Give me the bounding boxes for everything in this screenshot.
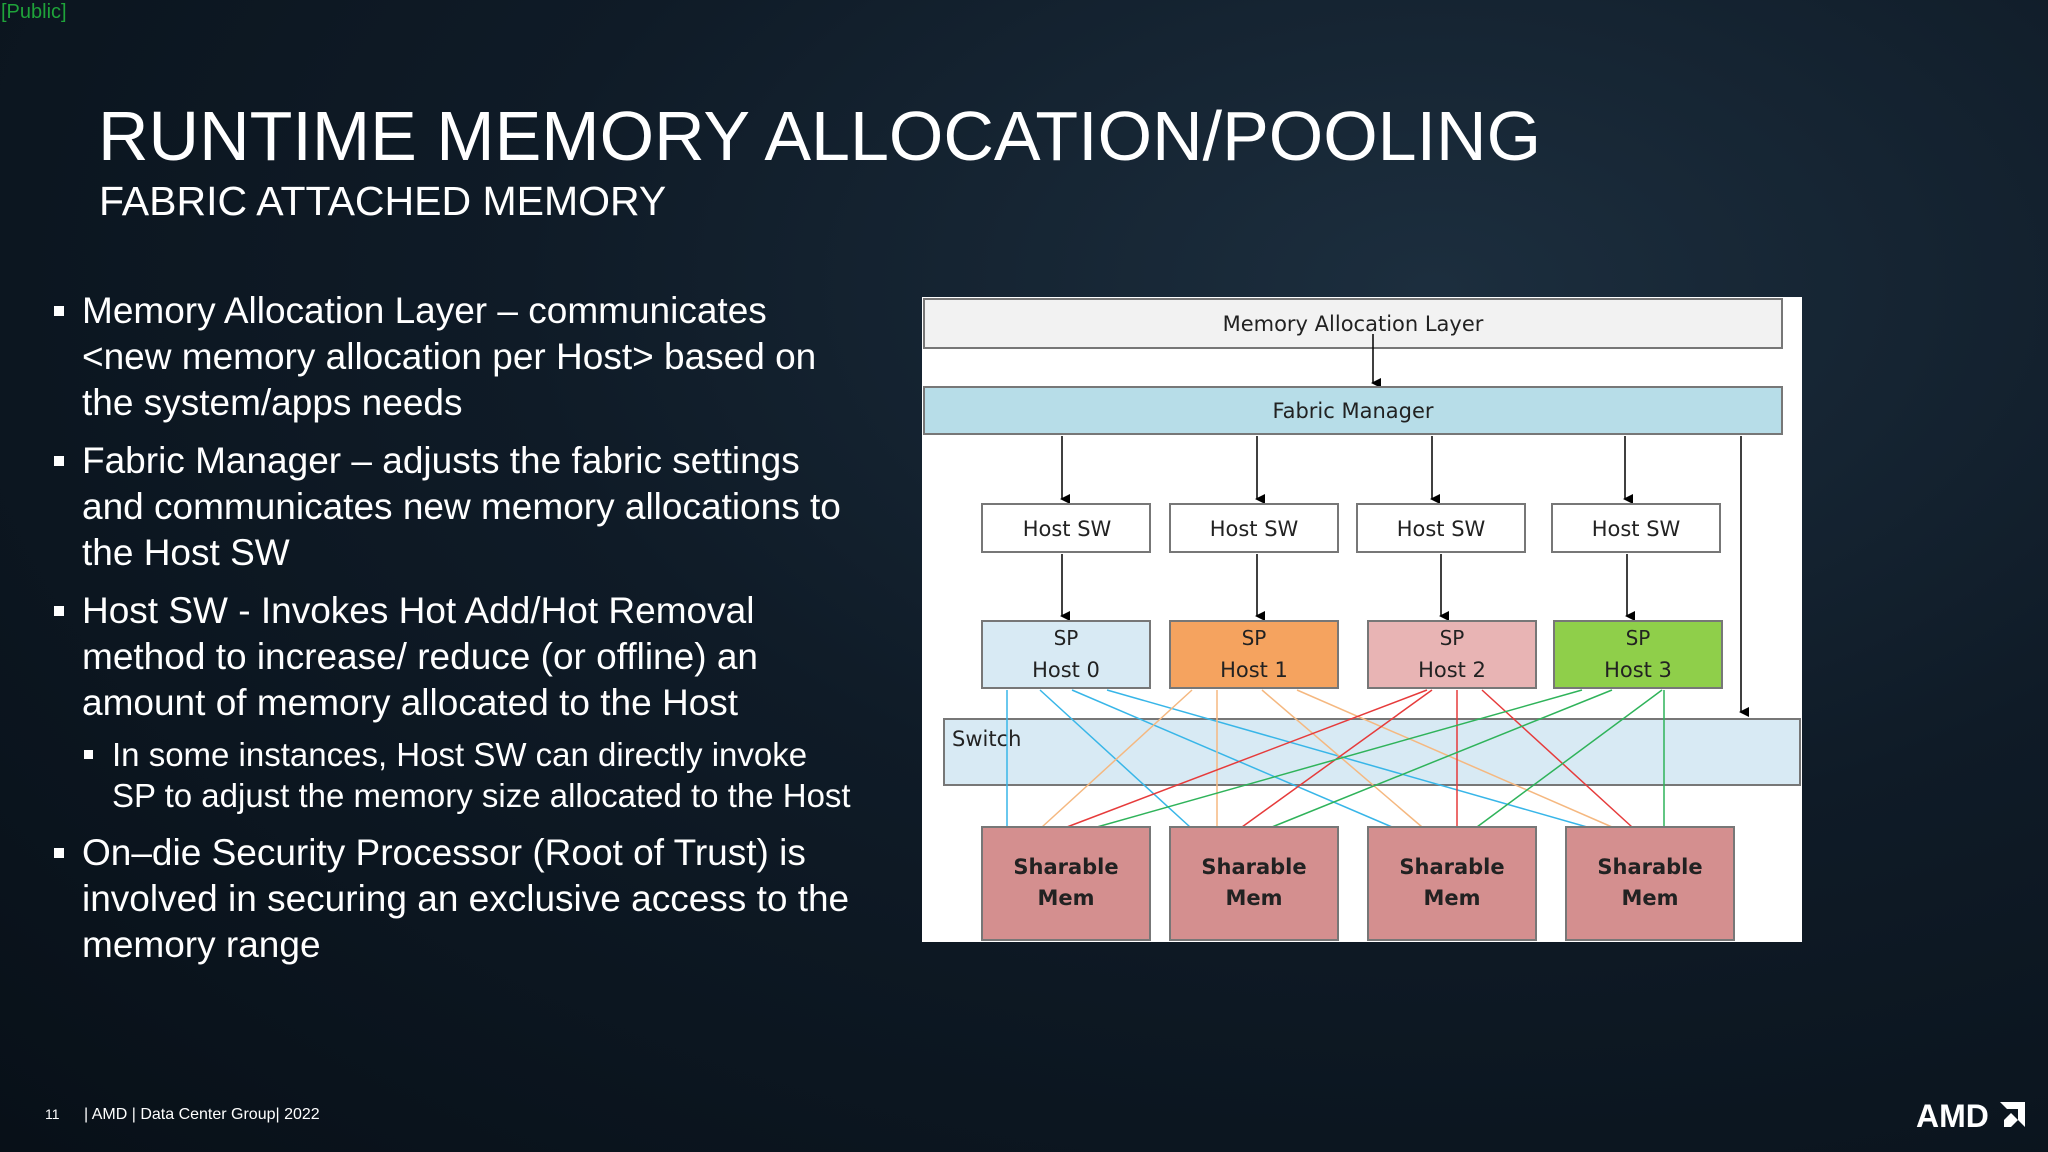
bullet-host-sw: Host SW - Invokes Hot Add/Hot Removal me… [52,588,852,726]
sp-box-host-3 [1553,620,1723,689]
sp-label-host-3: SP [1626,626,1651,650]
slide-title: RUNTIME MEMORY ALLOCATION/POOLING [98,97,1542,175]
classification-label: [Public] [1,1,67,23]
subbullet-host-sw-invoke-sp: In some instances, Host SW can directly … [52,734,852,816]
footer: 11 | AMD | Data Center Group| 2022 [45,1106,320,1124]
sharable-label-1: Sharable [1201,855,1306,879]
sp-host-name-0: Host 0 [1032,658,1100,682]
memory-allocation-layer-label: Memory Allocation Layer [1223,312,1484,336]
sp-label-host-0: SP [1054,626,1079,650]
amd-logo-text: AMD [1916,1098,1989,1132]
diagram-svg: Memory Allocation Layer Fabric Manager H… [923,298,1801,941]
host-sw-label-1: Host SW [1210,517,1299,541]
mem-label-0: Mem [1037,886,1094,910]
sharable-label-0: Sharable [1013,855,1118,879]
memory-allocation-layer-box [923,298,1783,349]
mem-label-3: Mem [1621,886,1678,910]
fabric-manager-label: Fabric Manager [1272,399,1433,423]
bullet-memory-allocation-layer: Memory Allocation Layer – communicates <… [52,288,852,426]
sp-box-host-1 [1169,620,1339,689]
sharable-mem-box-1 [1169,826,1339,941]
footer-text: | AMD | Data Center Group| 2022 [84,1106,320,1123]
amd-arrow-icon [2000,1102,2025,1127]
switch-box [943,718,1801,786]
sp-box-host-0 [981,620,1151,689]
mem-label-2: Mem [1423,886,1480,910]
sp-host-name-2: Host 2 [1418,658,1486,682]
sharable-label-2: Sharable [1399,855,1504,879]
sp-box-host-2 [1367,620,1537,689]
slide-subtitle: FABRIC ATTACHED MEMORY [99,178,667,224]
host-sw-box-2 [1356,503,1526,553]
host-sw-box-3 [1551,503,1721,553]
switch-lines-host-1 [1041,689,1613,828]
amd-logo: AMD [1916,1098,2026,1137]
bullet-security-processor: On–die Security Processor (Root of Trust… [52,830,852,968]
sp-host-name-3: Host 3 [1604,658,1672,682]
host-sw-box-0 [981,503,1151,553]
fabric-manager-box [923,386,1783,435]
amd-logo-svg: AMD [1916,1098,2025,1134]
host-sw-label-0: Host SW [1023,517,1112,541]
bullet-list: Memory Allocation Layer – communicates <… [52,288,852,980]
memory-pooling-diagram: Memory Allocation Layer Fabric Manager H… [922,297,1802,942]
sharable-mem-box-0 [981,826,1151,941]
sp-label-host-1: SP [1242,626,1267,650]
host-sw-label-3: Host SW [1592,517,1681,541]
host-sw-label-2: Host SW [1397,517,1486,541]
sharable-mem-box-2 [1367,826,1537,941]
sp-label-host-2: SP [1440,626,1465,650]
bullet-fabric-manager: Fabric Manager – adjusts the fabric sett… [52,438,852,576]
host-sw-box-1 [1169,503,1339,553]
switch-lines-host-3 [1096,689,1665,828]
sharable-mem-box-3 [1565,826,1735,941]
sharable-label-3: Sharable [1597,855,1702,879]
page-number: 11 [45,1106,60,1122]
mem-label-1: Mem [1225,886,1282,910]
switch-label: Switch [952,727,1021,751]
sp-host-name-1: Host 1 [1220,658,1288,682]
